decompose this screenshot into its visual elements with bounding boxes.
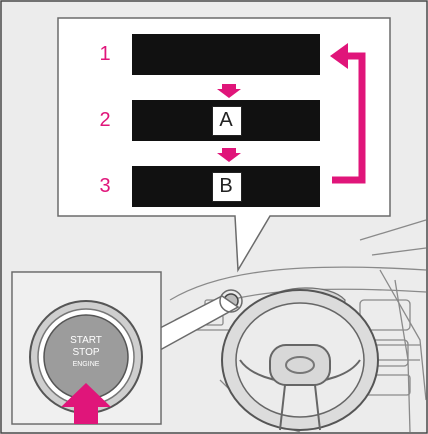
steering-wheel (222, 290, 378, 430)
step-number-1: 1 (90, 43, 120, 66)
step-number-2: 2 (90, 109, 120, 132)
button-text-stop: STOP (72, 347, 99, 358)
step-number-3: 3 (90, 175, 120, 198)
letter-b: B (211, 173, 241, 199)
letter-a: A (211, 107, 241, 133)
button-text-start: START (70, 335, 102, 346)
button-text-engine: ENGINE (73, 361, 100, 368)
display-bar-1 (132, 34, 320, 75)
